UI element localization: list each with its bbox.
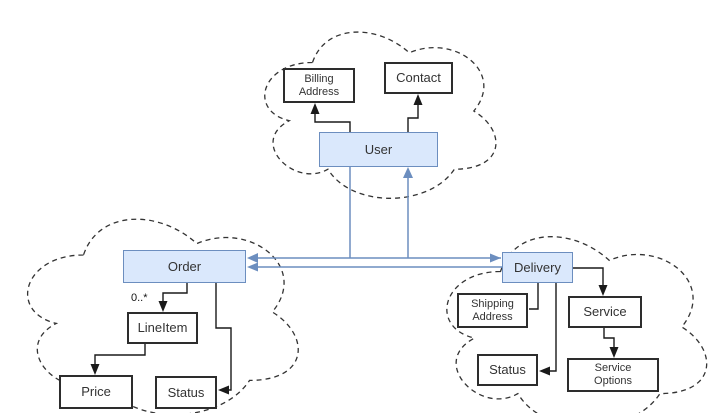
node-delivery[interactable]: Delivery [502, 252, 573, 283]
node-label: Price [81, 384, 111, 399]
arrowhead-left-icon [247, 262, 258, 272]
node-order[interactable]: Order [123, 250, 246, 283]
edge-user-order [247, 167, 501, 263]
node-shipping-address[interactable]: Shipping Address [457, 293, 528, 328]
node-label-line2: Address [472, 310, 513, 323]
edge-delivery-user [403, 167, 413, 258]
node-label-line2: Address [298, 85, 340, 98]
edge-order-lineitem [158, 283, 188, 312]
node-label-line1: Billing [304, 72, 334, 85]
edge-user-contact [407, 94, 423, 132]
arrowhead-down-icon [90, 364, 100, 375]
arrowhead-left-icon [539, 366, 550, 376]
edge-order-status [215, 283, 232, 395]
node-label-line1: Shipping [471, 297, 514, 310]
arrowhead-right-icon [490, 253, 501, 263]
arrowhead-left-icon [247, 253, 258, 263]
node-label: Status [167, 384, 205, 400]
arrowhead-down-icon [609, 347, 619, 358]
node-price[interactable]: Price [59, 375, 133, 409]
node-billing-address[interactable]: Billing Address [283, 68, 355, 103]
edge-lineitem-price [90, 344, 146, 375]
arrowhead-down-icon [598, 285, 608, 296]
node-label: LineItem [137, 320, 188, 335]
node-service-options[interactable]: Service Options [567, 358, 659, 392]
edge-user-billing-address [310, 103, 351, 132]
node-label: Delivery [514, 259, 561, 275]
node-label: Contact [396, 70, 441, 85]
node-lineitem[interactable]: LineItem [127, 312, 198, 344]
arrowhead-up-icon [413, 94, 423, 105]
node-label-line1: Service [594, 362, 632, 374]
cloud-user-context[interactable] [264, 31, 497, 199]
node-user[interactable]: User [319, 132, 438, 167]
node-service[interactable]: Service [568, 296, 642, 328]
edge-delivery-order [247, 262, 502, 272]
cloud-delivery-context[interactable] [446, 236, 708, 413]
edge-service-service-options [603, 328, 619, 358]
node-label-line2: Options [594, 375, 632, 387]
arrowhead-up-icon [310, 103, 320, 114]
node-contact[interactable]: Contact [384, 62, 453, 94]
node-label: User [364, 141, 393, 157]
node-delivery-status[interactable]: Status [477, 354, 538, 386]
edge-delivery-shipping-address [529, 283, 539, 310]
edge-delivery-status [539, 283, 557, 376]
node-label: Service [583, 304, 627, 319]
multiplicity-label: 0..* [131, 292, 148, 304]
edge-delivery-service [573, 267, 608, 296]
arrowhead-down-icon [158, 301, 168, 312]
node-label: Order [167, 258, 202, 274]
node-order-status[interactable]: Status [155, 376, 217, 409]
cloud-order-context[interactable] [27, 218, 299, 413]
arrowhead-left-icon [218, 385, 229, 395]
arrowhead-up-icon [403, 167, 413, 178]
node-label: Status [489, 362, 526, 377]
